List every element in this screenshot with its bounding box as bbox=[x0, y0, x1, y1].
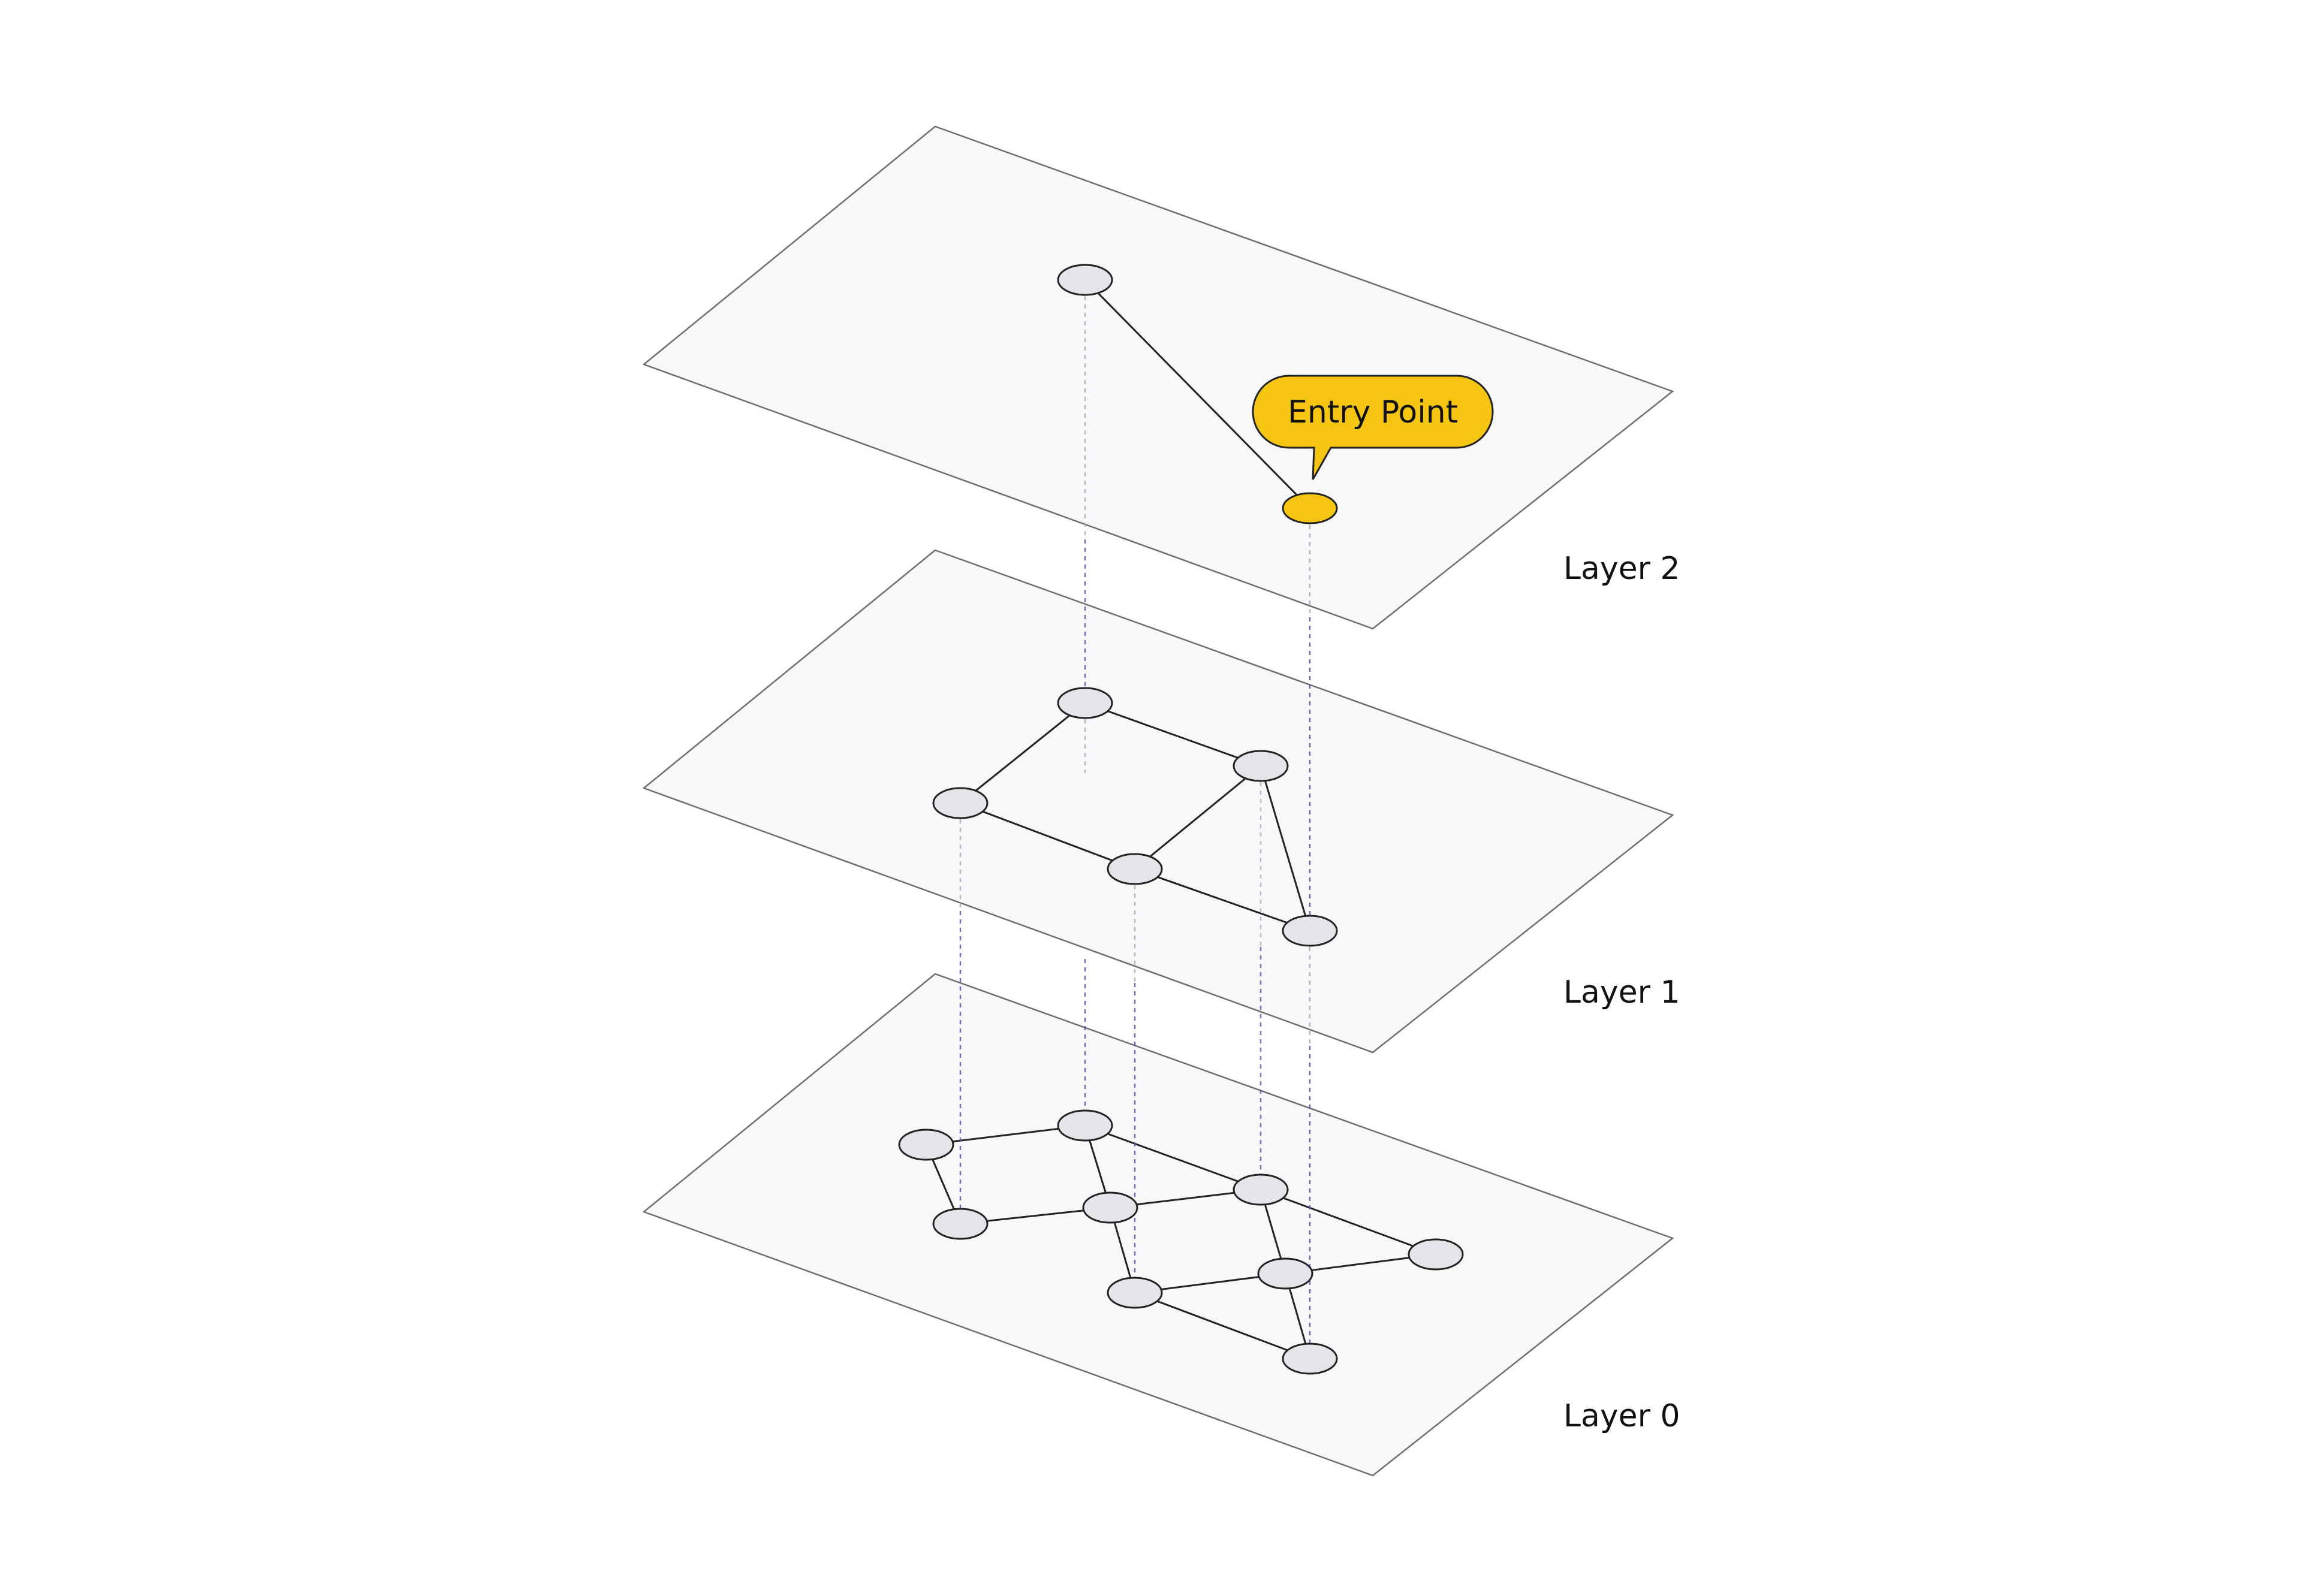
graph-node bbox=[1282, 1342, 1338, 1375]
graph-node bbox=[932, 1208, 989, 1240]
edge bbox=[960, 802, 1135, 870]
graph-node bbox=[932, 787, 989, 819]
graph-node bbox=[1057, 687, 1113, 719]
graph-node bbox=[1408, 1238, 1464, 1271]
layer-2-edges bbox=[1084, 279, 1311, 509]
layer-2-plane bbox=[642, 125, 1674, 630]
callout-bubble bbox=[1252, 375, 1494, 480]
layer-1-plane bbox=[642, 549, 1674, 1054]
graph-node bbox=[1107, 1277, 1163, 1309]
layer-2-group bbox=[642, 125, 1674, 630]
graph-node bbox=[1107, 853, 1163, 885]
inter-layer-links bbox=[959, 288, 1311, 1359]
entry-point-label: Entry Point bbox=[1288, 394, 1458, 430]
graph-node bbox=[898, 1129, 954, 1161]
edge bbox=[1260, 765, 1311, 931]
graph-node bbox=[1082, 1191, 1138, 1224]
edge bbox=[1134, 1292, 1310, 1360]
graph-node bbox=[1257, 1257, 1313, 1290]
edge bbox=[1260, 1188, 1436, 1256]
layer-2-label: Layer 2 bbox=[1563, 551, 1680, 587]
edge bbox=[1084, 1124, 1261, 1191]
layer-2-nodes bbox=[1057, 264, 1338, 524]
entry-point-callout: Entry Point bbox=[1252, 375, 1494, 480]
layer-1-nodes bbox=[932, 687, 1338, 947]
layer-0-label: Layer 0 bbox=[1563, 1398, 1680, 1434]
graph-node bbox=[1233, 750, 1289, 782]
layer-1-edges bbox=[960, 702, 1311, 932]
edge bbox=[1084, 702, 1261, 767]
graph-node bbox=[1057, 264, 1113, 296]
layer-0-group bbox=[642, 973, 1674, 1477]
entry-point-node bbox=[1282, 492, 1338, 524]
edge bbox=[1134, 868, 1310, 932]
layer-0-plane bbox=[642, 973, 1674, 1477]
graph-node bbox=[1282, 915, 1338, 947]
layer-1-label: Layer 1 bbox=[1563, 975, 1680, 1010]
graph-node bbox=[1233, 1173, 1289, 1206]
layer-0-nodes bbox=[898, 1109, 1464, 1375]
layer-1-group bbox=[642, 549, 1674, 1054]
edge bbox=[960, 702, 1086, 804]
edge bbox=[1134, 765, 1261, 870]
graph-node bbox=[1057, 1109, 1113, 1142]
edge bbox=[1084, 279, 1311, 509]
